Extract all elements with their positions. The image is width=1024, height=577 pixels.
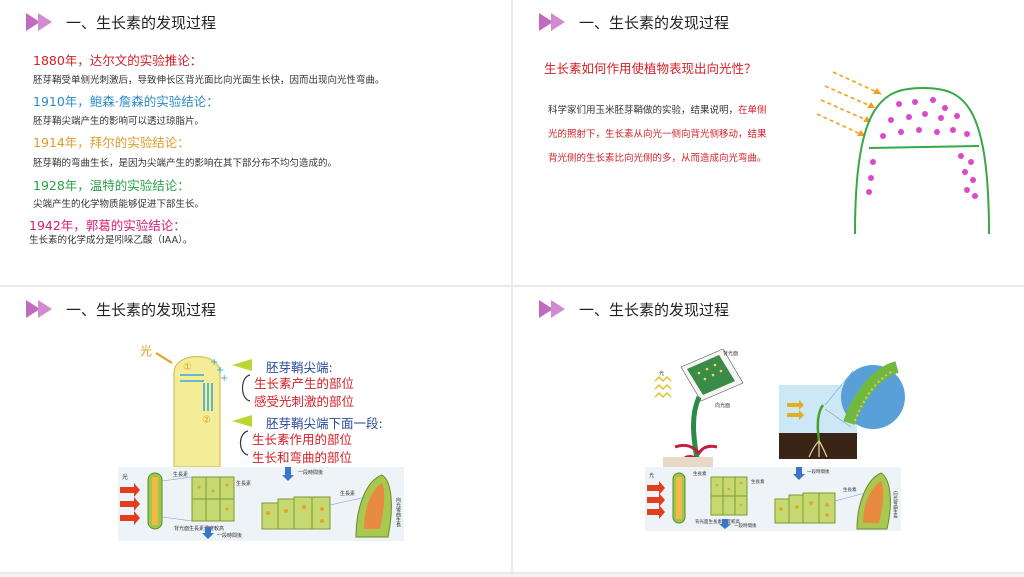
entry-body: 尖端产生的化学物质能够促进下部生长。: [33, 199, 205, 210]
svg-text:生長素: 生長素: [751, 478, 765, 485]
entry-body: 生长素的化学成分是吲哚乙酸（IAA）。: [29, 235, 193, 246]
explanation-paragraph: 科学家们用玉米胚芽鞘做的实验，结果说明，在单侧光的照射下，生长素从向光一侧向背光…: [548, 99, 773, 171]
svg-text:向光彎曲生長: 向光彎曲生長: [395, 496, 401, 528]
coleoptile-auxin-diagram: [816, 71, 990, 235]
coleoptile-figure: 光 ① ② + + +: [140, 344, 252, 468]
slide-2[interactable]: 一、生长素的发现过程 生长素如何作用使植物表现出向光性？ 科学家们用玉米胚芽鞘做…: [513, 0, 1024, 285]
svg-text:+: +: [210, 357, 218, 368]
double-chevron-icon: [539, 300, 565, 318]
svg-text:生長素: 生長素: [693, 470, 707, 477]
light-rays-icon: [654, 376, 672, 398]
double-chevron-icon: [26, 300, 52, 318]
entry-heading: 1914年，拜尔的实验结论：: [33, 135, 190, 150]
slide-1[interactable]: 一、生长素的发现过程 1880年，达尔文的实验推论： 胚芽鞘受单侧光刺激后，导致…: [0, 0, 511, 285]
paragraph-red: 在单侧光的照射下，生长素从向光一侧向背光侧移动，: [548, 105, 767, 140]
entry-body: 胚芽鞘尖端产生的影响可以透过琼脂片。: [33, 116, 205, 127]
entry-heading: 1910年，鲍森·詹森的实验结论：: [33, 94, 219, 109]
double-chevron-icon: [26, 13, 52, 31]
seedling-soil-illustration: [779, 361, 905, 459]
entry-body: 胚芽鞘受单侧光刺激后，导致伸长区背光面比向光面生长快，因而出现向光性弯曲。: [33, 75, 385, 86]
coleoptile-illustration: 背光面 光 向光面: [654, 348, 744, 467]
slide-title: 一、生长素的发现过程: [66, 13, 217, 32]
entry-heading: 1880年，达尔文的实验推论：: [33, 53, 203, 68]
svg-text:+: +: [220, 373, 228, 384]
light-label: 光: [140, 344, 152, 358]
svg-text:背光面生長素濃度較高: 背光面生長素濃度較高: [174, 525, 224, 532]
paragraph-red: 结果背光侧的生长素比向光侧的多，从而造成向光弯曲。: [548, 129, 767, 164]
auxin-cell-diagram: 光 生長素 生長素 背光面生長素濃度較高 一段時間後 一段時間後 生長素 向光彎…: [118, 467, 404, 541]
lower-point: 生长素作用的部位: [252, 432, 353, 447]
svg-text:光: 光: [659, 370, 664, 377]
entry-body: 胚芽鞘的弯曲生长，是因为尖端产生的影响在其下部分布不均匀造成的。: [33, 158, 338, 169]
tip-label: 胚芽鞘尖端:: [266, 360, 333, 375]
slide-header: 一、生长素的发现过程: [539, 299, 729, 319]
marker-1: ①: [183, 362, 192, 373]
pointer-arrow-icon: [232, 359, 252, 371]
slide-title: 一、生长素的发现过程: [66, 300, 217, 319]
svg-text:生長素: 生長素: [340, 490, 355, 497]
light-arrows-icon: [816, 71, 882, 137]
svg-text:一段時間後: 一段時間後: [298, 469, 323, 476]
svg-text:背光面生長素濃度較高: 背光面生長素濃度較高: [695, 518, 740, 525]
pointer-arrow-icon: [232, 415, 252, 427]
slide-title: 一、生长素的发现过程: [579, 300, 730, 319]
lower-label: 胚芽鞘尖端下面一段:: [266, 416, 383, 431]
svg-text:生長素: 生長素: [843, 486, 857, 493]
svg-text:一段時間後: 一段時間後: [734, 522, 757, 529]
slide-4[interactable]: 一、生长素的发现过程 背光面 光 向光面 光 生長素 生長素 背光面: [513, 287, 1024, 572]
slide-header: 一、生长素的发现过程: [26, 12, 216, 32]
svg-text:生長素: 生長素: [173, 471, 188, 478]
slide-header: 一、生长素的发现过程: [539, 12, 729, 32]
svg-text:向光面: 向光面: [715, 402, 730, 409]
double-chevron-icon: [539, 13, 565, 31]
svg-text:光: 光: [122, 473, 128, 481]
entry-heading: 1942年，郭葛的实验结论：: [29, 218, 186, 233]
tip-point: 感受光刺激的部位: [254, 394, 355, 409]
svg-text:生長素: 生長素: [236, 480, 251, 487]
svg-text:+: +: [216, 365, 224, 376]
svg-text:背光面: 背光面: [723, 350, 738, 357]
entry-heading: 1928年，温特的实验结论：: [33, 178, 190, 193]
light-arrow-icon: [155, 352, 173, 364]
slide-title: 一、生长素的发现过程: [579, 13, 730, 32]
svg-text:光: 光: [649, 472, 654, 479]
svg-text:一段時間後: 一段時間後: [217, 532, 242, 539]
question-text: 生长素如何作用使植物表现出向光性？: [544, 61, 757, 76]
slide-header: 一、生长素的发现过程: [26, 299, 216, 319]
slide-3[interactable]: 一、生长素的发现过程 光 ① ② + + + 胚芽鞘尖端: 生长素产生的部位 感…: [0, 287, 511, 572]
marker-2: ②: [202, 415, 211, 426]
next-row-edge: [0, 574, 1024, 577]
auxin-cell-diagram: 光 生長素 生長素 背光面生長素濃度較高 一段時間後 一段時間後 生長素 向光彎…: [645, 467, 901, 531]
svg-text:一段時間後: 一段時間後: [807, 468, 830, 475]
tip-point: 生长素产生的部位: [254, 376, 355, 391]
paragraph-plain: 科学家们用玉米胚芽鞘做的实验，结果说明，: [548, 105, 739, 116]
svg-text:向光彎曲生長: 向光彎曲生長: [893, 490, 898, 519]
lower-point: 生长和弯曲的部位: [252, 450, 353, 465]
auxin-arrows-icon: [180, 374, 213, 411]
